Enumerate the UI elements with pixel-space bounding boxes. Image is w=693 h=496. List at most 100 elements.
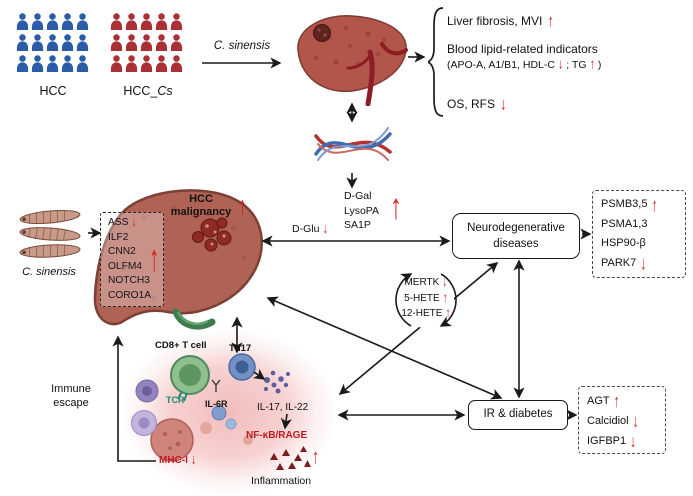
th17-label: Th17 <box>229 343 252 354</box>
person-icon <box>46 12 59 31</box>
protein-row: AGT↑ <box>587 391 665 411</box>
cd8-t-cell-label: CD8+ T cell <box>155 340 207 351</box>
person-icon <box>61 12 74 31</box>
down-arrow-icon: ↓ <box>442 274 448 290</box>
person-icon <box>125 33 138 52</box>
person-icon <box>61 33 74 52</box>
cycle-row: MERTK↓ <box>386 275 466 291</box>
inflammation-triangles <box>270 446 311 470</box>
hcc-cs-label-prefix: HCC_ <box>123 84 158 98</box>
worm-icon <box>19 227 81 241</box>
twelve-hete-label: 12-HETE <box>401 308 443 319</box>
cycle-row: 5-HETE↑ <box>386 291 466 307</box>
five-hete-label: 5-HETE <box>404 292 440 304</box>
person-icon <box>46 33 59 52</box>
gene-olfm4: OLFM4 <box>108 260 142 272</box>
down-arrow-icon: ↓ <box>322 221 328 237</box>
protein-row: PSMA1,3 <box>601 215 685 235</box>
ir-proteins-panel: AGT↑ Calcidiol↓ IGFBP1↓ <box>578 386 666 454</box>
person-icon <box>170 54 183 73</box>
hcc-liver-mottling <box>121 205 247 301</box>
neurodegenerative-diseases-box: Neurodegenerative diseases <box>452 213 580 259</box>
protein-row: HSP90-β <box>601 234 685 254</box>
protein-park7: PARK7 <box>601 256 637 269</box>
people-grid-hcc <box>16 12 90 73</box>
person-icon <box>16 12 29 31</box>
up-arrow-icon: ↑ <box>547 10 554 31</box>
mhc-label: MHC-I↓ <box>159 452 197 468</box>
lysopa-label: LysoPA <box>344 204 380 217</box>
worm-icon <box>19 244 81 258</box>
down-arrow-icon: ↓ <box>557 57 564 73</box>
cytokine-dots <box>263 370 290 394</box>
person-icon <box>16 54 29 73</box>
down-arrow-icon: ↓ <box>190 452 197 468</box>
inflammation-region <box>120 328 338 496</box>
lipid-mediator-cycle: MERTK↓ 5-HETE↑ 12-HETE↑ <box>386 275 466 322</box>
protein-row: PARK7↓ <box>601 254 685 274</box>
d-glu-label: D-Glu↓ <box>292 221 328 237</box>
person-icon <box>31 33 44 52</box>
liver-illustration <box>297 15 408 106</box>
hcc-cs-label-italic: Cs <box>157 84 173 98</box>
gallbladder <box>172 308 216 330</box>
down-arrow-icon: ↓ <box>500 93 507 114</box>
c-sinensis-label-middle: C. sinensis <box>22 266 76 278</box>
nfkb-rage-label: NF-κB/RAGE <box>246 430 308 441</box>
immune-escape-line1: Immune <box>51 383 91 395</box>
person-icon <box>110 54 123 73</box>
parasite-worms-illustration <box>19 209 81 258</box>
person-icon <box>155 12 168 31</box>
metabolite-stack: D-Gal LysoPA SA1P <box>344 189 379 233</box>
gene-coro1a: CORO1A <box>108 289 152 301</box>
gene-ass: ASS <box>108 217 129 228</box>
protein-calcidiol: Calcidiol <box>587 415 629 427</box>
person-icon <box>125 54 138 73</box>
blood-lipid-detail-part3: ) <box>594 59 602 71</box>
protein-row: PSMB3,5↑ <box>601 195 685 215</box>
protein-igfbp1: IGFBP1 <box>587 435 627 447</box>
person-icon <box>61 54 74 73</box>
hcc-malignancy-label: HCC malignancy <box>170 193 232 218</box>
protein-psma: PSMA1,3 <box>601 217 648 230</box>
tcr-receptor <box>177 390 188 402</box>
immune-escape-label: Immune escape <box>38 382 104 410</box>
person-icon <box>140 12 153 31</box>
up-arrow-icon: ↑ <box>238 191 247 221</box>
down-arrow-icon: ↓ <box>131 214 137 230</box>
down-arrow-icon: ↓ <box>630 430 637 452</box>
gene-row: ASS↓ <box>108 214 163 231</box>
up-arrow-icon: ↑ <box>442 289 448 306</box>
outcome-blood-lipid-detail: (APO-A, A1/B1, HDL-C ↓ ; TG ↑ ) <box>447 57 602 73</box>
person-icon <box>46 54 59 73</box>
brace-icon <box>428 7 444 117</box>
person-icon <box>31 54 44 73</box>
protein-psmb: PSMB3,5 <box>601 198 648 210</box>
gene-notch3: NOTCH3 <box>108 275 150 287</box>
d-gal-label: D-Gal <box>344 190 372 202</box>
il17-il22-label: IL-17, IL-22 <box>257 402 309 413</box>
person-icon <box>76 33 89 52</box>
blood-lipid-detail-part1: (APO-A, A1/B1, HDL-C <box>447 59 558 71</box>
gene-ilf2: ILF2 <box>108 231 129 243</box>
person-icon <box>76 54 89 73</box>
person-icon <box>31 12 44 31</box>
people-grid-hcc-cs <box>110 12 184 73</box>
up-arrow-icon: ↑ <box>589 57 595 73</box>
neuro-proteins-panel: PSMB3,5↑ PSMA1,3 HSP90-β PARK7↓ <box>592 190 686 278</box>
protein-row: Calcidiol↓ <box>587 411 665 431</box>
up-arrow-icon: ↑ <box>651 193 658 216</box>
protein-hsp90: HSP90-β <box>601 237 646 249</box>
up-arrow-icon: ↑ <box>613 390 620 412</box>
inflammation-label: Inflammation <box>251 475 312 487</box>
tcr-label: TCR <box>166 395 185 405</box>
up-arrow-icon: ↑ <box>390 187 402 228</box>
person-icon <box>155 54 168 73</box>
hcc-cs-group-label: HCC_Cs <box>104 84 192 98</box>
outcome-os-rfs-text: OS, RFS <box>447 97 496 111</box>
worm-icon <box>19 209 81 225</box>
person-icon <box>16 33 29 52</box>
person-icon <box>110 33 123 52</box>
cycle-row: 12-HETE↑ <box>386 306 466 322</box>
